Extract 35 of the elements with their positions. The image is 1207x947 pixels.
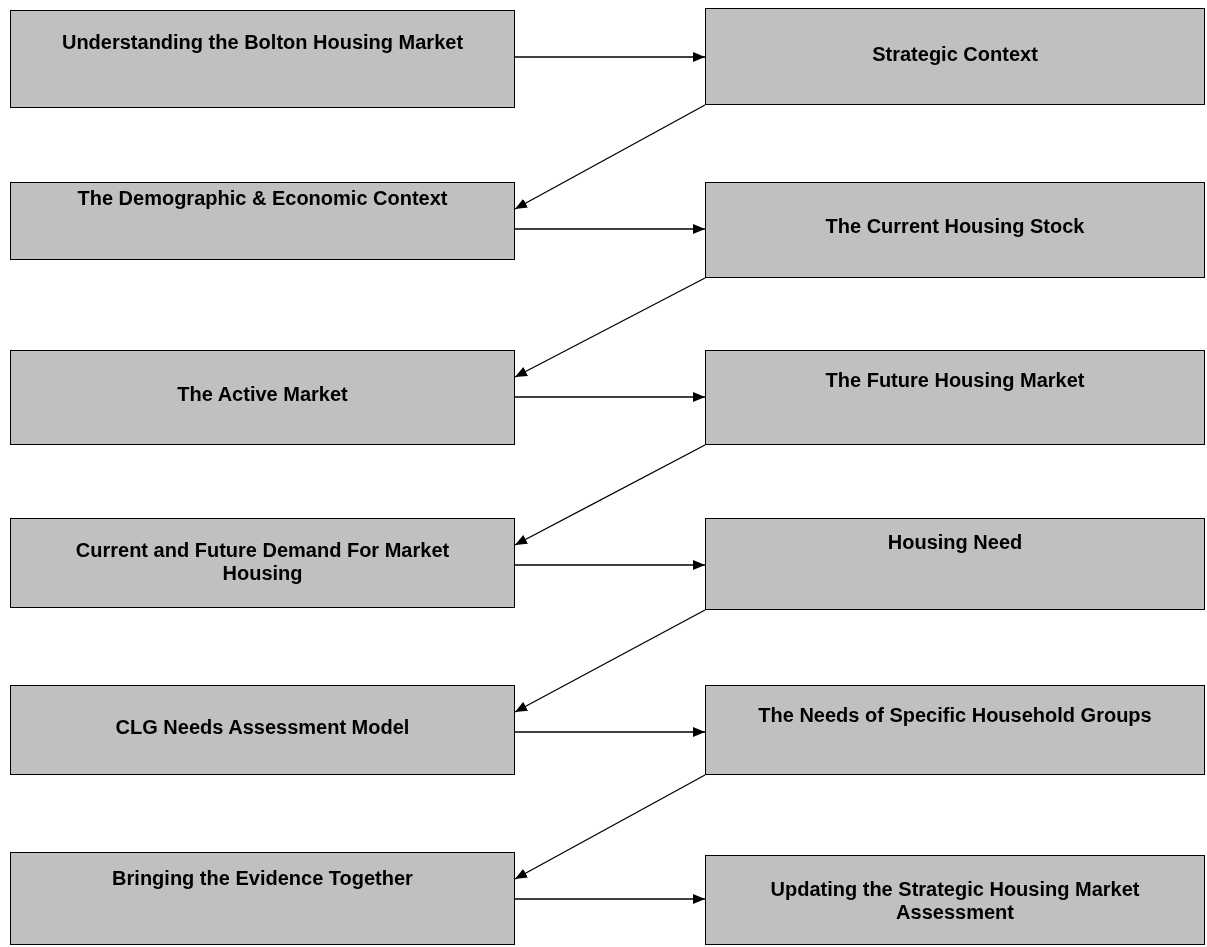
- arrow: [514, 444, 706, 546]
- box-label: The Needs of Specific Household Groups: [758, 704, 1152, 727]
- process-box: [10, 518, 515, 608]
- box-label: Updating the Strategic Housing Market Assessment: [769, 878, 1141, 924]
- process-box: [705, 685, 1205, 775]
- box-label: Understanding the Bolton Housing Market: [61, 31, 464, 54]
- process-box: [705, 350, 1205, 445]
- process-box: [705, 855, 1205, 945]
- arrow: [514, 609, 706, 713]
- arrow: [514, 727, 706, 737]
- process-box: [10, 10, 515, 108]
- box-label: Housing Need: [887, 531, 1023, 554]
- arrow: [514, 392, 706, 402]
- process-box: [10, 852, 515, 945]
- box-label: The Current Housing Stock: [825, 215, 1085, 238]
- box-label: The Active Market: [177, 383, 348, 406]
- arrow: [514, 224, 706, 234]
- box-label: Strategic Context: [872, 43, 1038, 66]
- box-label: The Future Housing Market: [825, 369, 1085, 392]
- arrow: [514, 774, 706, 880]
- box-label: CLG Needs Assessment Model: [115, 716, 410, 739]
- process-box: [10, 685, 515, 775]
- box-label: Current and Future Demand For Market Housing: [74, 539, 451, 585]
- process-box: [705, 182, 1205, 278]
- process-box: [10, 182, 515, 260]
- process-box: [705, 8, 1205, 105]
- arrow: [514, 104, 706, 210]
- arrow: [514, 560, 706, 570]
- process-box: [705, 518, 1205, 610]
- arrow: [514, 52, 706, 62]
- box-label: The Demographic & Economic Context: [77, 187, 448, 210]
- process-box: [10, 350, 515, 445]
- arrow: [514, 894, 706, 904]
- box-label: Bringing the Evidence Together: [112, 867, 413, 890]
- arrow: [514, 277, 706, 378]
